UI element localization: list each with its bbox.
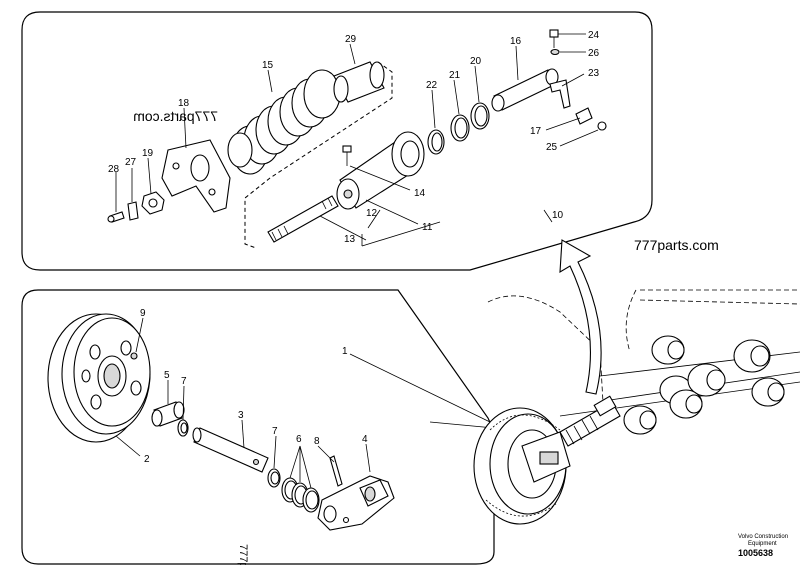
- callout-24: 24: [588, 30, 600, 41]
- callout-6: 6: [296, 434, 302, 445]
- callout-13: 13: [344, 234, 356, 245]
- callout-27: 27: [125, 157, 137, 168]
- callout-12: 12: [366, 208, 378, 219]
- valve-cap: [597, 121, 607, 131]
- spring-sleeve: [333, 61, 385, 103]
- watermark-mirrored: 777parts.com: [133, 108, 218, 124]
- callout-18: 18: [178, 98, 190, 109]
- rings-top: [427, 102, 490, 155]
- callout-3: 3: [238, 410, 244, 421]
- caption-brand-line1: Volvo Construction: [738, 534, 788, 540]
- watermark-partial: 777p: [237, 544, 249, 565]
- callout-9: 9: [140, 308, 146, 319]
- callout-28: 28: [108, 164, 120, 175]
- callout-7-right: 7: [272, 426, 278, 437]
- callout-4: 4: [362, 434, 368, 445]
- callout-26: 26: [588, 48, 600, 59]
- top-leader-lines: [115, 33, 599, 247]
- panel-link-line: [429, 421, 495, 429]
- idler-shaft: [192, 427, 269, 473]
- callout-11: 11: [422, 222, 433, 233]
- callout-5: 5: [164, 370, 170, 381]
- caption-drawing-number: 1005638: [738, 548, 773, 558]
- callout-2: 2: [144, 454, 150, 465]
- top-panel-frame: [21, 11, 653, 271]
- callout-21: 21: [449, 70, 461, 81]
- grease-valve: [575, 107, 593, 125]
- washer-26: [550, 48, 560, 56]
- tension-spring: [227, 69, 341, 175]
- pin-8: [329, 455, 343, 487]
- callout-17: 17: [530, 126, 542, 137]
- threaded-rod: [267, 195, 339, 243]
- bushing: [151, 401, 185, 427]
- callout-16: 16: [510, 36, 522, 47]
- callout-8: 8: [314, 436, 320, 447]
- idler-wheel: [47, 313, 151, 443]
- spring-bracket: [161, 139, 231, 213]
- screw-24: [549, 29, 559, 48]
- callout-29: 29: [345, 34, 357, 45]
- piston-rod: [491, 68, 559, 112]
- callout-15: 15: [262, 60, 274, 71]
- callout-19: 19: [142, 148, 154, 159]
- callout-1: 1: [342, 346, 348, 357]
- callout-10: 10: [552, 210, 564, 221]
- idler-bracket: [317, 475, 395, 531]
- caption-brand-line2: Equipment: [748, 541, 777, 547]
- piston-bracket: [549, 79, 571, 109]
- callout-20: 20: [470, 56, 482, 67]
- undercarriage-view: [473, 289, 800, 525]
- bolt-28: [107, 211, 125, 223]
- callout-14: 14: [414, 188, 426, 199]
- callout-labels: 29 15 18 19 27 28 22 21 20 16 24 26 23 1…: [108, 30, 600, 465]
- callout-22: 22: [426, 80, 438, 91]
- cylinder-body: [336, 131, 425, 210]
- lock-plate: [127, 201, 139, 221]
- callout-7-left: 7: [181, 376, 187, 387]
- plug-9: [130, 352, 138, 360]
- o-ring-left: [177, 419, 189, 437]
- callout-23: 23: [588, 68, 600, 79]
- reference-arrow: [559, 239, 602, 395]
- callout-25: 25: [546, 142, 558, 153]
- watermark-main: 777parts.com: [634, 237, 719, 253]
- assembly-dashed-outline: [244, 61, 393, 249]
- grease-bolt: [342, 145, 352, 166]
- track-rollers: [623, 335, 785, 435]
- rings-bottom: [267, 468, 320, 513]
- bottom-leader-lines: [115, 317, 491, 489]
- hex-nut: [141, 191, 165, 215]
